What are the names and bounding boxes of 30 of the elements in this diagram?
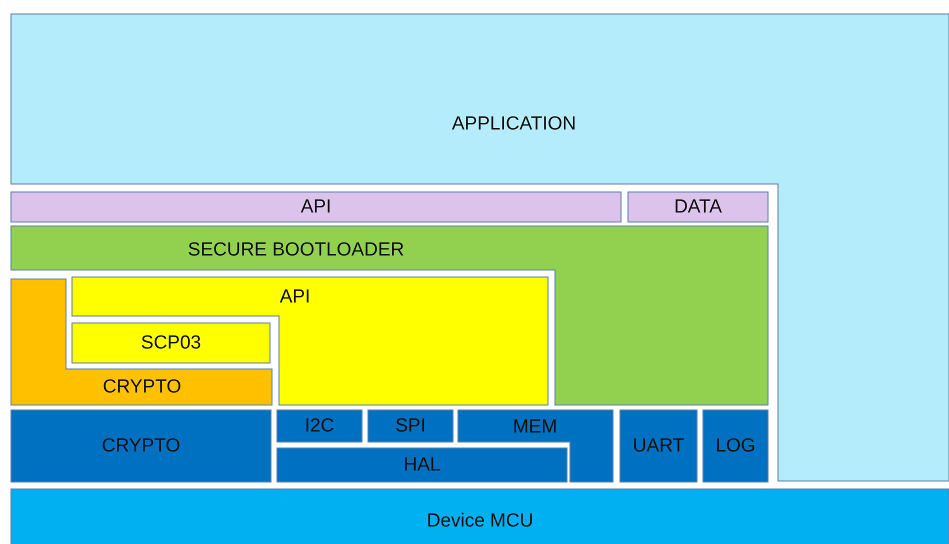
layer-label: MEM [512,418,558,436]
api-layer [11,192,621,222]
layer-label: SECURE BOOTLOADER [188,240,404,260]
layer-label: Device MCU [426,512,534,530]
layer-label: API [280,288,310,306]
layer-label: SPI [395,416,426,436]
layer-label: HAL [404,456,440,474]
layer-label: UART [632,436,684,456]
layer-label: API [300,198,332,216]
protocol-layer [72,323,270,363]
crypto-layer [11,279,272,405]
driver-module [458,410,613,482]
layer-label: CRYPTO [102,436,180,456]
driver-module [368,410,453,442]
layer-label: SCP03 [140,334,202,352]
layer-label: DATA [674,198,722,216]
driver-module [703,410,768,482]
layer-label: I2C [304,416,334,436]
driver-module [620,410,697,482]
device-layer [11,489,949,544]
bootloader-layer [11,226,768,405]
layer-label: APPLICATION [452,114,576,134]
application-layer [11,14,949,481]
data-layer [628,192,768,222]
driver-module [277,410,362,442]
api-layer [72,277,548,405]
layer-label: CRYPTO [102,378,182,396]
layer-label: LOG [715,436,756,456]
hal-module [277,448,567,482]
crypto-module [11,410,271,482]
